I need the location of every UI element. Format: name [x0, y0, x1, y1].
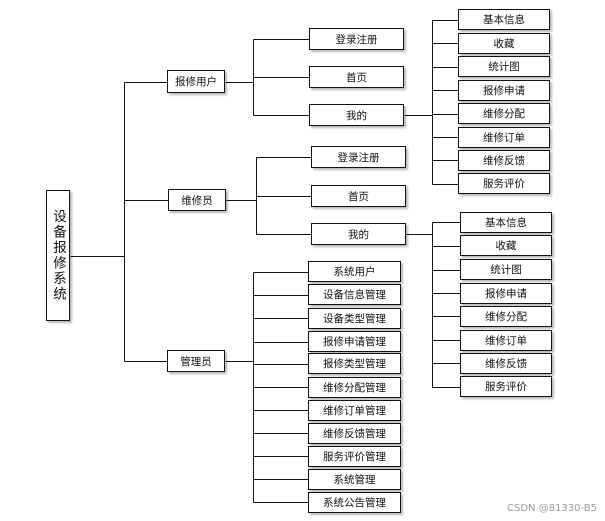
admin-menu-system-manage: 系统管理 — [308, 469, 401, 490]
admin-menu-device-info: 设备信息管理 — [308, 284, 401, 305]
user-menu-login: 登录注册 — [309, 28, 404, 50]
user-mine-repair-feedback: 维修反馈 — [458, 150, 550, 171]
repairman-mine-repair-feedback: 维修反馈 — [460, 353, 552, 374]
admin-menu-service-rating: 服务评价管理 — [308, 446, 401, 467]
admin-menu-repair-type: 报修类型管理 — [308, 353, 401, 374]
repairman-mine-service-rating: 服务评价 — [460, 376, 552, 397]
user-mine-favorites: 收藏 — [458, 33, 550, 54]
user-menu-mine: 我的 — [309, 104, 404, 126]
user-mine-repair-assign: 维修分配 — [458, 103, 550, 124]
repairman-mine-stats: 统计图 — [460, 259, 552, 280]
role-node-admin: 管理员 — [167, 350, 225, 372]
repairman-mine-basic-info: 基本信息 — [460, 212, 552, 233]
repairman-mine-repair-orders: 维修订单 — [460, 330, 552, 351]
user-mine-repair-orders: 维修订单 — [458, 127, 550, 148]
repairman-menu-home: 首页 — [311, 185, 406, 207]
admin-menu-repair-assign: 维修分配管理 — [308, 377, 401, 398]
role-node-repairman: 维修员 — [168, 189, 226, 211]
admin-menu-announcements: 系统公告管理 — [308, 492, 401, 513]
repairman-menu-mine: 我的 — [311, 223, 406, 245]
admin-menu-repair-feedback: 维修反馈管理 — [308, 423, 401, 444]
repairman-menu-login: 登录注册 — [311, 146, 406, 168]
user-mine-service-rating: 服务评价 — [458, 173, 550, 194]
watermark-text: CSDN @81330-B5 — [507, 503, 597, 514]
repairman-mine-repair-request: 报修申请 — [460, 283, 552, 304]
user-menu-home: 首页 — [309, 66, 404, 88]
user-mine-stats: 统计图 — [458, 56, 550, 77]
admin-menu-repair-orders: 维修订单管理 — [308, 400, 401, 421]
admin-menu-repair-request: 报修申请管理 — [308, 331, 401, 352]
repairman-mine-repair-assign: 维修分配 — [460, 306, 552, 327]
root-node: 设备报修系统 — [46, 190, 70, 321]
role-node-repair-user: 报修用户 — [167, 70, 225, 93]
user-mine-repair-request: 报修申请 — [458, 80, 550, 101]
admin-menu-system-users: 系统用户 — [308, 261, 401, 282]
user-mine-basic-info: 基本信息 — [458, 9, 550, 30]
repairman-mine-favorites: 收藏 — [460, 235, 552, 256]
admin-menu-device-type: 设备类型管理 — [308, 308, 401, 329]
